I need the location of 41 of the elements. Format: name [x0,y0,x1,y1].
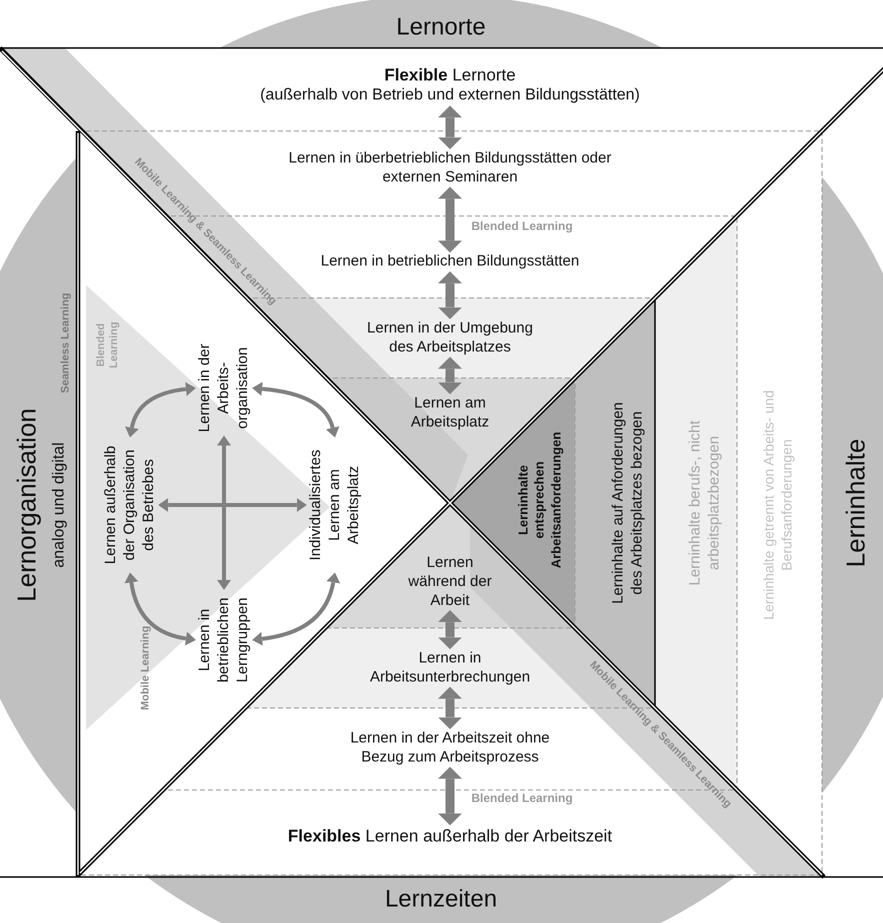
ring-subtitle: analog und digital [49,442,68,568]
band-label: Blended Learning [471,790,573,806]
learning-place-text: Lernen in überbetrieblichen Bildungsstätten oder externen Seminaren [270,149,630,187]
learning-place-text: Lernen in der Umgebung des Arbeitsplatzes [355,319,545,357]
band-label: Blended Learning [94,320,121,370]
double-arrow [158,498,307,512]
learning-time-text: Flexibles Lernen außerhalb der Arbeitszeit [230,825,670,847]
learning-time-text: Lernen während der Arbeit [400,554,500,610]
learning-content-text: Lerninhalte berufs-, nicht arbeitsplatzbezogen [686,398,724,608]
learning-organisation-text: Lernen in betrieblichen Lerngruppen [196,590,252,690]
learning-content-text: Lerninhalte auf Anforderungen des Arbeitsplatzes bezogen [609,388,647,618]
double-arrow [124,572,196,646]
double-arrow [438,610,462,650]
band-label: Mobile Learning [139,626,152,710]
double-arrow [438,686,462,730]
band-label: Seamless Learning [59,292,72,394]
learning-place-text: Lernen in betrieblichen Bildungsstätten [300,252,600,272]
ring-title: Lernzeiten [384,886,498,914]
learning-place-text: Lernen am Arbeitsplatz [395,394,505,432]
double-arrow [438,271,462,320]
double-arrow [125,382,196,438]
learning-organisation-text: Individualisiertes Lernen am Arbeitsplatz [306,438,364,572]
learning-time-text: Lernen in der Arbeitszeit ohne Bezug zum Arbeitsprozess [330,729,570,767]
double-arrow [438,186,462,253]
learning-organisation-text: Lernen außerhalb der Organisation des Betriebes [102,438,158,572]
double-arrow [438,356,462,394]
ring-title: Lernorganisation [11,408,42,602]
double-arrow [252,572,340,646]
learning-place-text: (außerhalb von Betrieb und externen Bildungsstätten) [259,86,641,106]
ring-title: Lernorte [396,14,486,42]
band-label: Blended Learning [471,218,573,234]
learning-content-text: Lerninhalte entsprechen Arbeitsanforderungen [516,425,564,575]
learning-organisation-text: Lernen in der Arbeits- organisation [196,340,252,436]
double-arrow [438,106,462,150]
learning-place-text: Flexible Lernorte [383,64,517,86]
double-arrow [252,382,340,438]
double-arrow [217,436,231,590]
ring-title: Lerninhalte [840,438,872,568]
learning-time-text: Lernen in Arbeitsunterbrechungen [350,649,550,687]
double-arrow [438,766,462,826]
learning-content-text: Lerninhalte getrennt von Arbeits- und Berufsanforderungen [760,385,796,625]
